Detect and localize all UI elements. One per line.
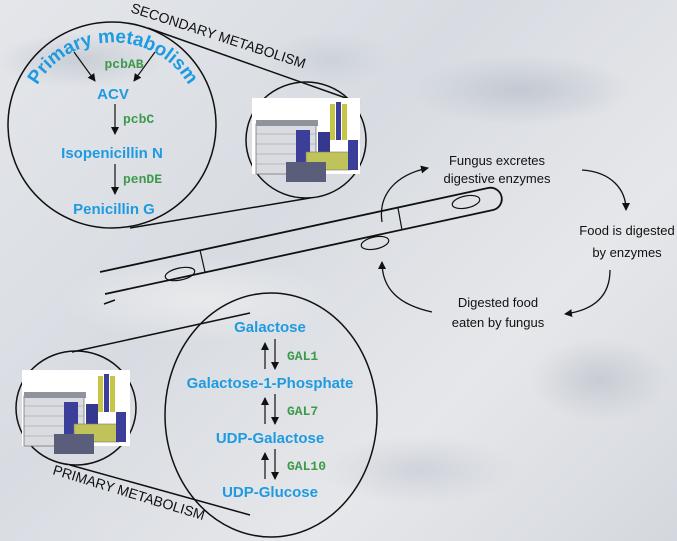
reversible-arrows	[261, 339, 279, 480]
enzyme-gal1: GAL1	[287, 349, 318, 364]
enzyme-pcbAB: pcbAB	[104, 57, 143, 72]
enzyme-penDE: penDE	[123, 172, 162, 187]
metabolite-galactose: Galactose	[234, 319, 306, 336]
metabolite-udp-glucose: UDP-Glucose	[222, 484, 318, 501]
primary-metabolism-label: PRIMARY METABOLISM	[51, 462, 207, 523]
metabolite-acv: ACV	[97, 86, 129, 103]
cycle-step1-line2: digestive enzymes	[444, 171, 551, 186]
metabolite-udp-galactose: UDP-Galactose	[216, 430, 324, 447]
cycle-arrow-digest	[581, 169, 630, 211]
enzyme-gal7: GAL7	[287, 404, 318, 419]
cycle-step1-line1: Fungus excretes	[449, 153, 546, 168]
cycle-arrow-eat	[564, 269, 611, 318]
cycle-step3-line1: Digested food	[458, 295, 538, 310]
cycle-step2-line1: Food is digested	[579, 223, 674, 238]
factory-circle-primary	[15, 350, 137, 466]
digestion-cycle: Fungus excretes digestive enzymes Food i…	[378, 153, 675, 330]
cycle-step3-line2: eaten by fungus	[452, 315, 545, 330]
fungal-hypha	[99, 186, 503, 295]
enzyme-gal10: GAL10	[287, 459, 326, 474]
metabolite-penicillin-g: Penicillin G	[73, 201, 155, 218]
metabolite-galactose-1-phosphate: Galactose-1-Phosphate	[187, 375, 354, 392]
primary-metabolism-zoom: Galactose Galactose-1-Phosphate UDP-Gala…	[15, 292, 378, 538]
cycle-arrow-uptake	[378, 261, 433, 313]
factory-circle-secondary	[245, 81, 367, 199]
penicillin-pathway-circle	[7, 21, 217, 229]
cycle-step2-line2: by enzymes	[592, 245, 662, 260]
secondary-metabolism-zoom: SECONDARY METABOLISM Primary metabolism …	[7, 0, 367, 229]
galactose-pathway-circle	[164, 292, 378, 538]
enzyme-pcbC: pcbC	[123, 112, 154, 127]
metabolite-isopenicillin-n: Isopenicillin N	[61, 145, 163, 162]
cycle-arrow-excrete	[380, 165, 429, 223]
